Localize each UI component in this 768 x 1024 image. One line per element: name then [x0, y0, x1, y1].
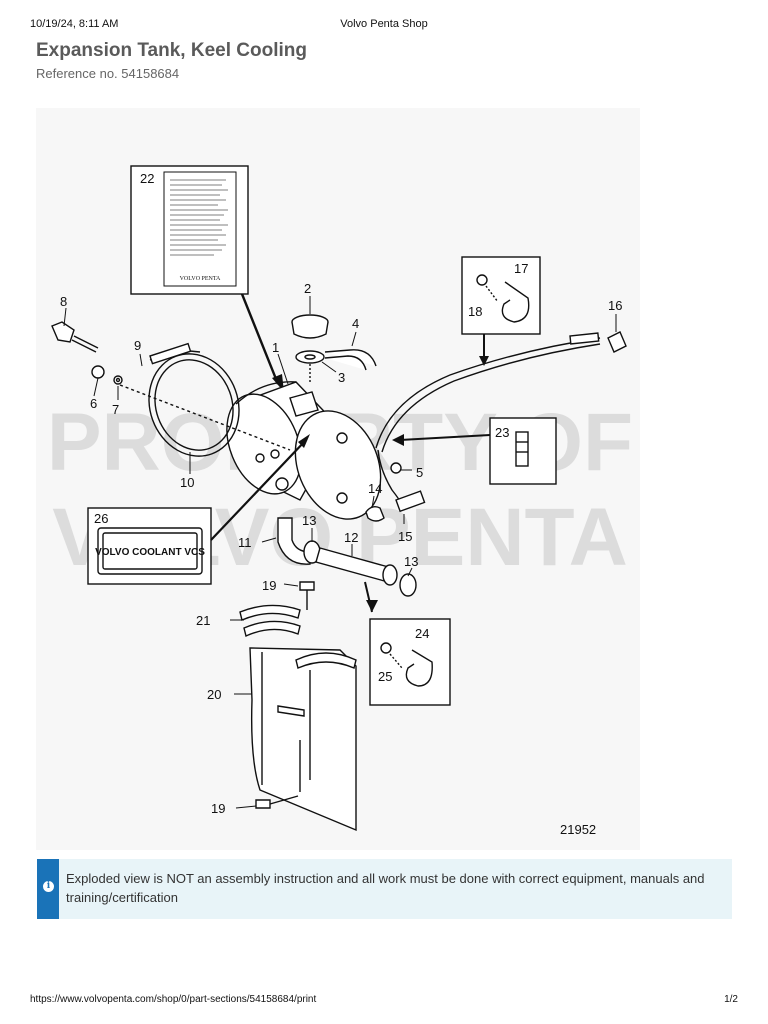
callout-5: 5 [416, 465, 423, 480]
filler-cap [291, 314, 377, 382]
callout-13-lower: 13 [404, 554, 418, 569]
callout-6: 6 [90, 396, 97, 411]
print-header: 10/19/24, 8:11 AM Volvo Penta Shop [30, 18, 738, 32]
label-26: VOLVO COOLANT VCS [87, 434, 310, 585]
callout-1: 1 [272, 340, 279, 355]
coolant-line [375, 331, 627, 509]
callout-18: 18 [468, 304, 482, 319]
callout-19-lower: 19 [211, 801, 225, 816]
callout-22: 22 [140, 171, 154, 186]
inset-17-18 [461, 256, 541, 366]
callout-24: 24 [415, 626, 429, 641]
callout-9: 9 [134, 338, 141, 353]
coolant-label-text: VOLVO COOLANT VCS [95, 547, 205, 558]
callout-numbers: 22 8 2 4 1 9 3 6 7 10 17 18 16 23 5 14 2… [60, 171, 622, 837]
expansion-tank [226, 381, 382, 520]
callout-19-upper: 19 [262, 578, 276, 593]
callout-16: 16 [608, 298, 622, 313]
print-url: https://www.volvopenta.com/shop/0/part-s… [30, 994, 317, 1005]
decal-logo-text: VOLVO PENTA [180, 276, 221, 282]
callout-3: 3 [338, 370, 345, 385]
notice-banner: i Exploded view is NOT an assembly instr… [37, 859, 732, 919]
callout-21: 21 [196, 613, 210, 628]
print-site-title: Volvo Penta Shop [340, 18, 428, 30]
print-footer: https://www.volvopenta.com/shop/0/part-s… [30, 994, 738, 1008]
callout-10: 10 [180, 475, 194, 490]
fasteners-left [51, 321, 192, 385]
drawing-number: 21952 [560, 822, 596, 837]
callout-7: 7 [112, 402, 119, 417]
elbow-and-pipe [275, 477, 417, 613]
callout-17: 17 [514, 261, 528, 276]
callout-14: 14 [368, 481, 382, 496]
callout-11: 11 [238, 535, 252, 550]
callout-20: 20 [207, 687, 221, 702]
callout-8: 8 [60, 294, 67, 309]
callout-15: 15 [398, 529, 412, 544]
info-icon: i [43, 881, 54, 892]
callout-4: 4 [352, 316, 359, 331]
notice-text: Exploded view is NOT an assembly instruc… [66, 871, 705, 905]
callout-26: 26 [94, 511, 108, 526]
inset-23 [392, 417, 557, 485]
callout-25: 25 [378, 669, 392, 684]
callout-13-upper: 13 [302, 513, 316, 528]
mounting-bracket [239, 581, 357, 832]
callout-2: 2 [304, 281, 311, 296]
exploded-view-diagram: PROPERTY OF VOLVO PENTA VOLVO PENTA [36, 108, 640, 850]
fitting-parts [365, 462, 426, 522]
inset-24-25 [366, 600, 451, 706]
print-datetime: 10/19/24, 8:11 AM [30, 18, 119, 30]
inset-22-decal: VOLVO PENTA [130, 165, 284, 392]
callout-23: 23 [495, 425, 509, 440]
page-title: Expansion Tank, Keel Cooling [36, 40, 307, 61]
callout-12: 12 [344, 530, 358, 545]
reference-number: Reference no. 54158684 [36, 66, 180, 81]
leader-lines [63, 296, 617, 809]
page-count: 1/2 [724, 994, 738, 1005]
